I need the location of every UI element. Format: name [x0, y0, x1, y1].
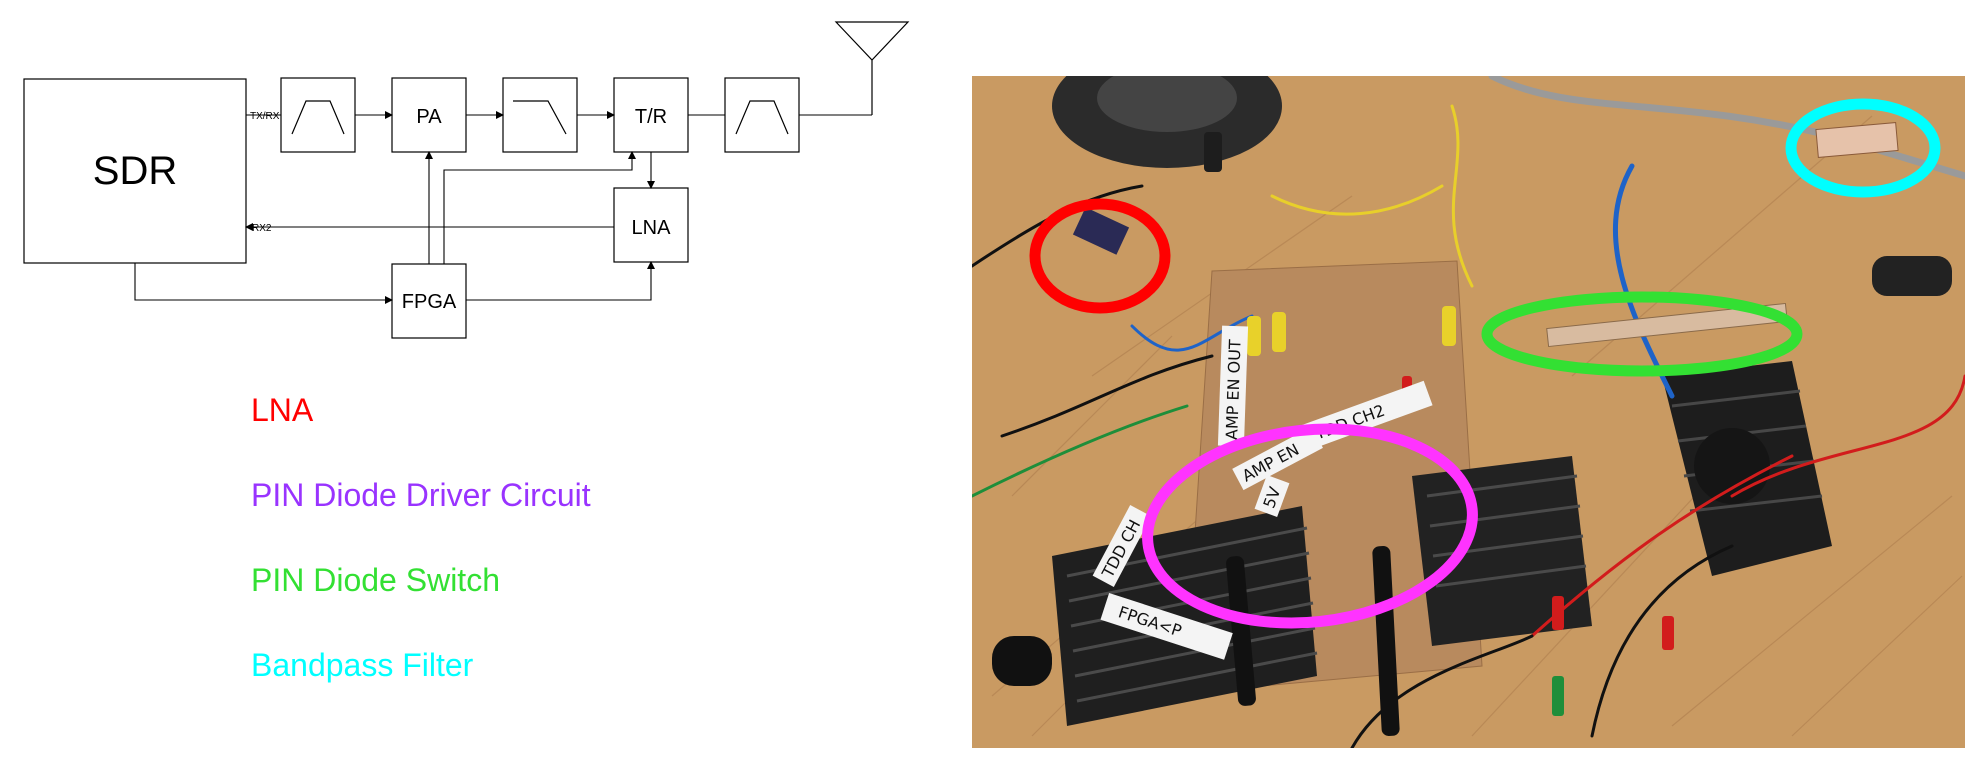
driver-highlight-circle — [1142, 423, 1478, 629]
fpga-block: FPGA — [391, 263, 467, 339]
photo-label-amp-en-out: AMP EN OUT — [1222, 339, 1245, 441]
fpga-label: FPGA — [402, 291, 457, 313]
bandpass-filter-icon — [724, 77, 800, 153]
sdr-label: SDR — [93, 149, 177, 193]
lna-highlight-circle — [1029, 198, 1171, 314]
tripod-base — [1052, 76, 1282, 172]
block-diagram: SDR TX/RX RX2 PA T/R LNA FPGA — [23, 21, 910, 339]
antenna-icon — [834, 21, 910, 115]
switch-highlight-circle — [1481, 291, 1803, 377]
pa-label: PA — [416, 106, 442, 128]
legend-label-filter: Bandpass Filter — [251, 647, 474, 683]
legend-label-driver: PIN Diode Driver Circuit — [251, 477, 591, 513]
heatsink-right — [1662, 361, 1832, 576]
legend-item-switch: PIN Diode Switch — [251, 562, 500, 598]
lna-block: LNA — [613, 187, 689, 263]
legend-item-driver: PIN Diode Driver Circuit — [251, 477, 591, 513]
filter-highlight-circle — [1785, 98, 1941, 198]
tr-switch-block: T/R — [613, 77, 689, 153]
hardware-photo: AMP EN OUT AMP EN 5V TDD CH2 TDD CH FPGA… — [972, 76, 1965, 748]
probes — [992, 256, 1952, 736]
legend-label-lna: LNA — [251, 392, 314, 428]
heatsink-center — [1412, 456, 1592, 646]
sdr-block: SDR — [23, 78, 247, 264]
tr-label: T/R — [635, 106, 667, 128]
bandpass-filter-icon — [280, 77, 356, 153]
signal-connectors — [134, 111, 872, 304]
pin-switch-board — [1546, 302, 1788, 348]
filter-board — [1815, 122, 1899, 158]
legend-item-lna: LNA — [251, 392, 313, 428]
lna-label: LNA — [632, 217, 672, 239]
pa-block: PA — [391, 77, 467, 153]
lna-board — [1072, 207, 1130, 255]
lowpass-filter-icon — [502, 77, 578, 153]
rx2-port-label: RX2 — [252, 223, 272, 234]
legend-item-filter: Bandpass Filter — [251, 647, 473, 683]
txrx-port-label: TX/RX — [250, 111, 280, 122]
legend-label-switch: PIN Diode Switch — [251, 562, 500, 598]
cables — [972, 76, 1965, 748]
